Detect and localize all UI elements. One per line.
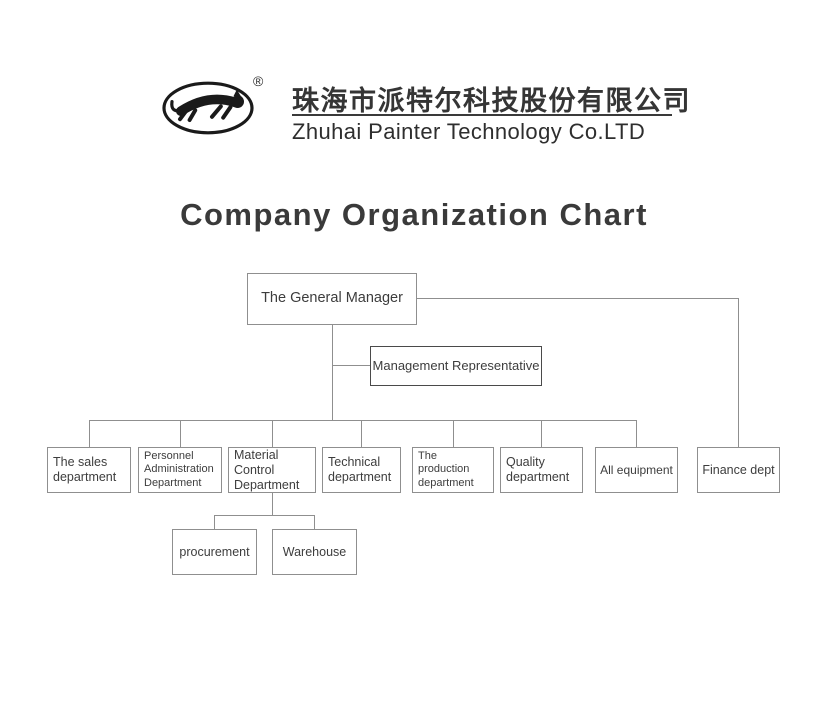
connector-line xyxy=(332,325,333,420)
connector-line xyxy=(332,365,370,366)
registered-trademark-mark: ® xyxy=(253,73,264,89)
node-material-control-department: Material Control Department xyxy=(228,447,316,493)
connector-line xyxy=(738,298,739,447)
node-warehouse: Warehouse xyxy=(272,529,357,575)
connector-line xyxy=(89,420,637,421)
connector-line xyxy=(89,420,90,447)
connector-line xyxy=(214,515,314,516)
connector-line xyxy=(214,515,215,529)
company-name-english: Zhuhai Painter Technology Co.LTD xyxy=(292,119,646,144)
connector-line xyxy=(541,420,542,447)
connector-line xyxy=(314,515,315,529)
page-title: Company Organization Chart xyxy=(180,197,648,232)
node-procurement: procurement xyxy=(172,529,257,575)
company-logo xyxy=(160,76,256,140)
connector-line xyxy=(272,493,273,515)
company-name-chinese: 珠海市派特尔科技股份有限公司 xyxy=(292,86,691,116)
connector-line xyxy=(180,420,181,447)
connector-line xyxy=(453,420,454,447)
connector-line xyxy=(272,420,273,447)
node-general-manager: The General Manager xyxy=(247,273,417,325)
node-management-representative: Management Representative xyxy=(370,346,542,386)
node-production-department: The production department xyxy=(412,447,494,493)
node-personnel-administration-department: Personnel Administration Department xyxy=(138,447,222,493)
node-all-equipment: All equipment xyxy=(595,447,678,493)
node-quality-department: Quality department xyxy=(500,447,583,493)
connector-line xyxy=(636,420,637,447)
node-technical-department: Technical department xyxy=(322,447,401,493)
node-finance-dept: Finance dept xyxy=(697,447,780,493)
connector-line xyxy=(361,420,362,447)
panther-logo-icon xyxy=(162,81,254,135)
node-sales-department: The sales department xyxy=(47,447,131,493)
connector-line xyxy=(417,298,738,299)
header-divider-line xyxy=(292,114,672,116)
